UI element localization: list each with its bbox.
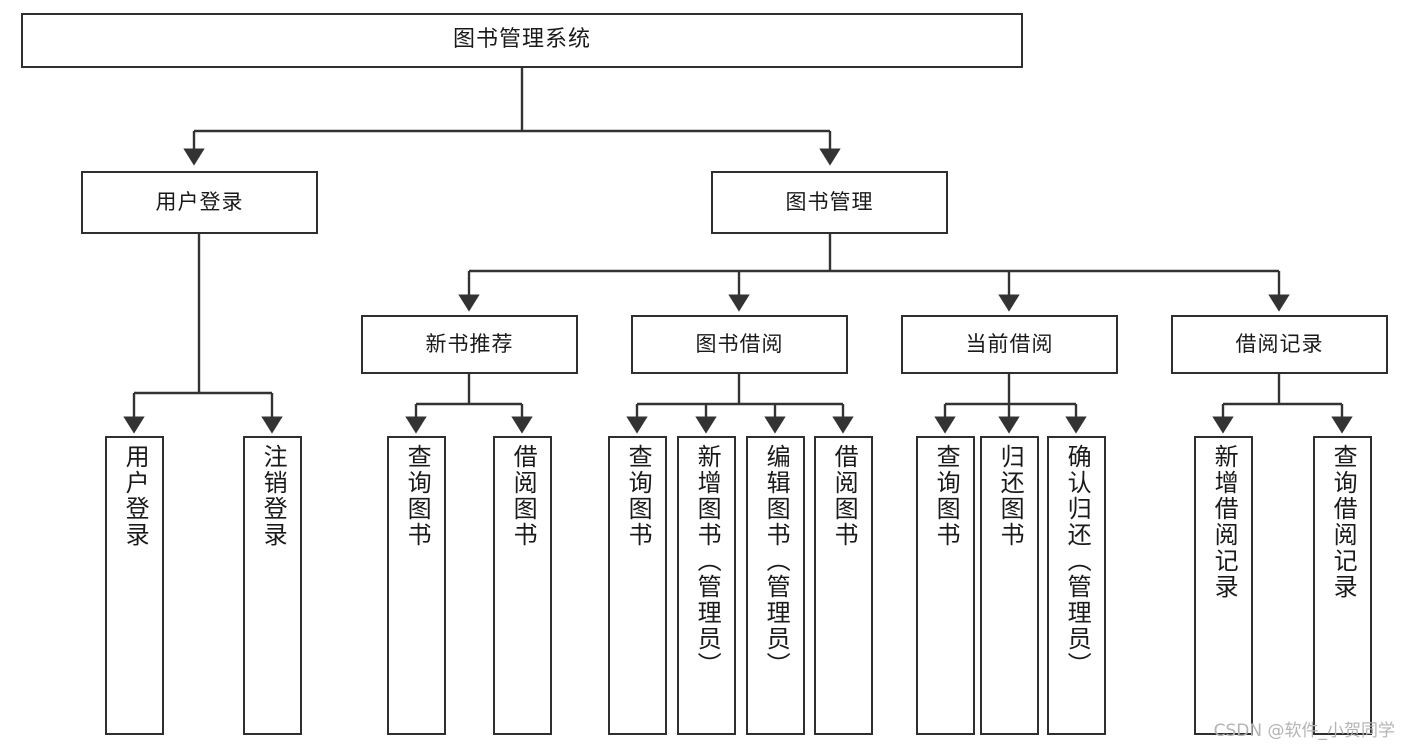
node-label: 借阅图书 (509, 444, 538, 548)
leaf-book-borrow-edit[interactable]: 编辑图书（管理员） (746, 436, 805, 735)
leaf-borrow-record-add[interactable]: 新增借阅记录 (1194, 436, 1253, 735)
leaf-current-borrow-query[interactable]: 查询图书 (916, 436, 975, 735)
node-current-borrow[interactable]: 当前借阅 (901, 315, 1118, 374)
node-label: 用户登录 (155, 189, 244, 214)
node-borrow-record[interactable]: 借阅记录 (1171, 315, 1388, 374)
node-label: 借阅图书 (830, 444, 859, 548)
node-label: 图书借阅 (695, 331, 784, 356)
leaf-new-book-borrow[interactable]: 借阅图书 (493, 436, 552, 735)
leaf-borrow-record-query[interactable]: 查询借阅记录 (1313, 436, 1372, 735)
node-label: 用户登录 (121, 444, 150, 548)
node-new-book-recommend[interactable]: 新书推荐 (361, 315, 578, 374)
node-root-book-management-system[interactable]: 图书管理系统 (21, 13, 1023, 68)
node-label: 查询图书 (932, 444, 961, 548)
node-label: 新增图书（管理员） (693, 444, 722, 678)
leaf-current-borrow-return[interactable]: 归还图书 (980, 436, 1039, 735)
leaf-new-book-query[interactable]: 查询图书 (387, 436, 446, 735)
node-label: 新增借阅记录 (1210, 444, 1239, 600)
node-label: 归还图书 (996, 444, 1025, 548)
leaf-user-login-login[interactable]: 用户登录 (105, 436, 164, 735)
node-label: 编辑图书（管理员） (762, 444, 791, 678)
leaf-book-borrow-query[interactable]: 查询图书 (608, 436, 667, 735)
watermark: CSDN @软件_小贺同学 (1213, 721, 1395, 741)
node-label: 图书管理系统 (452, 27, 591, 53)
leaf-book-borrow-add[interactable]: 新增图书（管理员） (677, 436, 736, 735)
node-user-login[interactable]: 用户登录 (81, 171, 318, 234)
node-label: 新书推荐 (425, 331, 514, 356)
node-label: 借阅记录 (1235, 331, 1324, 356)
node-label: 注销登录 (259, 444, 288, 548)
node-book-management[interactable]: 图书管理 (711, 171, 948, 234)
node-label: 查询图书 (403, 444, 432, 548)
node-label: 当前借阅 (965, 331, 1054, 356)
node-label: 确认归还（管理员） (1063, 444, 1092, 678)
node-label: 图书管理 (785, 189, 874, 214)
node-book-borrow[interactable]: 图书借阅 (631, 315, 848, 374)
leaf-current-borrow-confirm-return[interactable]: 确认归还（管理员） (1047, 436, 1106, 735)
leaf-user-login-logout[interactable]: 注销登录 (243, 436, 302, 735)
node-label: 查询图书 (624, 444, 653, 548)
node-label: 查询借阅记录 (1329, 444, 1358, 600)
leaf-book-borrow-lend[interactable]: 借阅图书 (814, 436, 873, 735)
